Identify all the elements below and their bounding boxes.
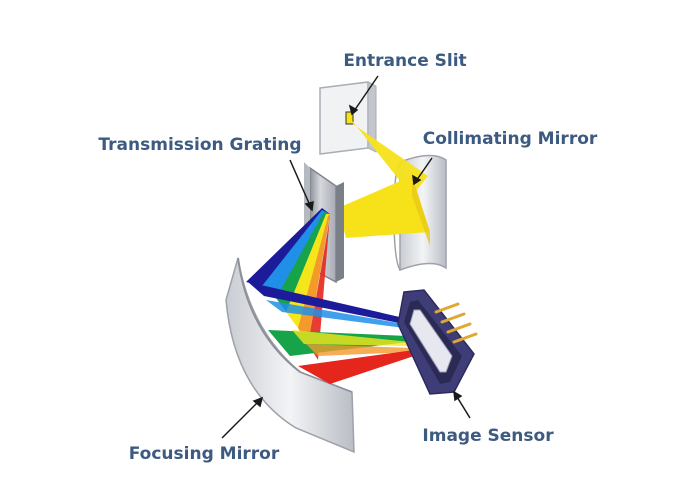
slit-opening — [345, 111, 354, 125]
input-beam — [350, 118, 428, 196]
collimated-beam — [338, 176, 430, 238]
label-collimating-mirror: Collimating Mirror — [423, 129, 598, 149]
leader-transmission-grating — [289, 159, 313, 211]
focused-beams — [248, 282, 414, 384]
leader-entrance-slit — [351, 75, 379, 115]
sensor-pins — [434, 302, 478, 344]
leader-focusing-mirror — [221, 397, 263, 439]
label-entrance-slit: Entrance Slit — [343, 51, 466, 71]
entrance-slit-plate — [319, 81, 377, 155]
leader-lines — [221, 75, 471, 439]
image-sensor — [397, 289, 478, 395]
focusing-mirror — [225, 257, 355, 454]
label-focusing-mirror: Focusing Mirror — [129, 444, 280, 464]
label-image-sensor: Image Sensor — [422, 426, 554, 446]
label-transmission-grating: Transmission Grating — [98, 135, 301, 155]
